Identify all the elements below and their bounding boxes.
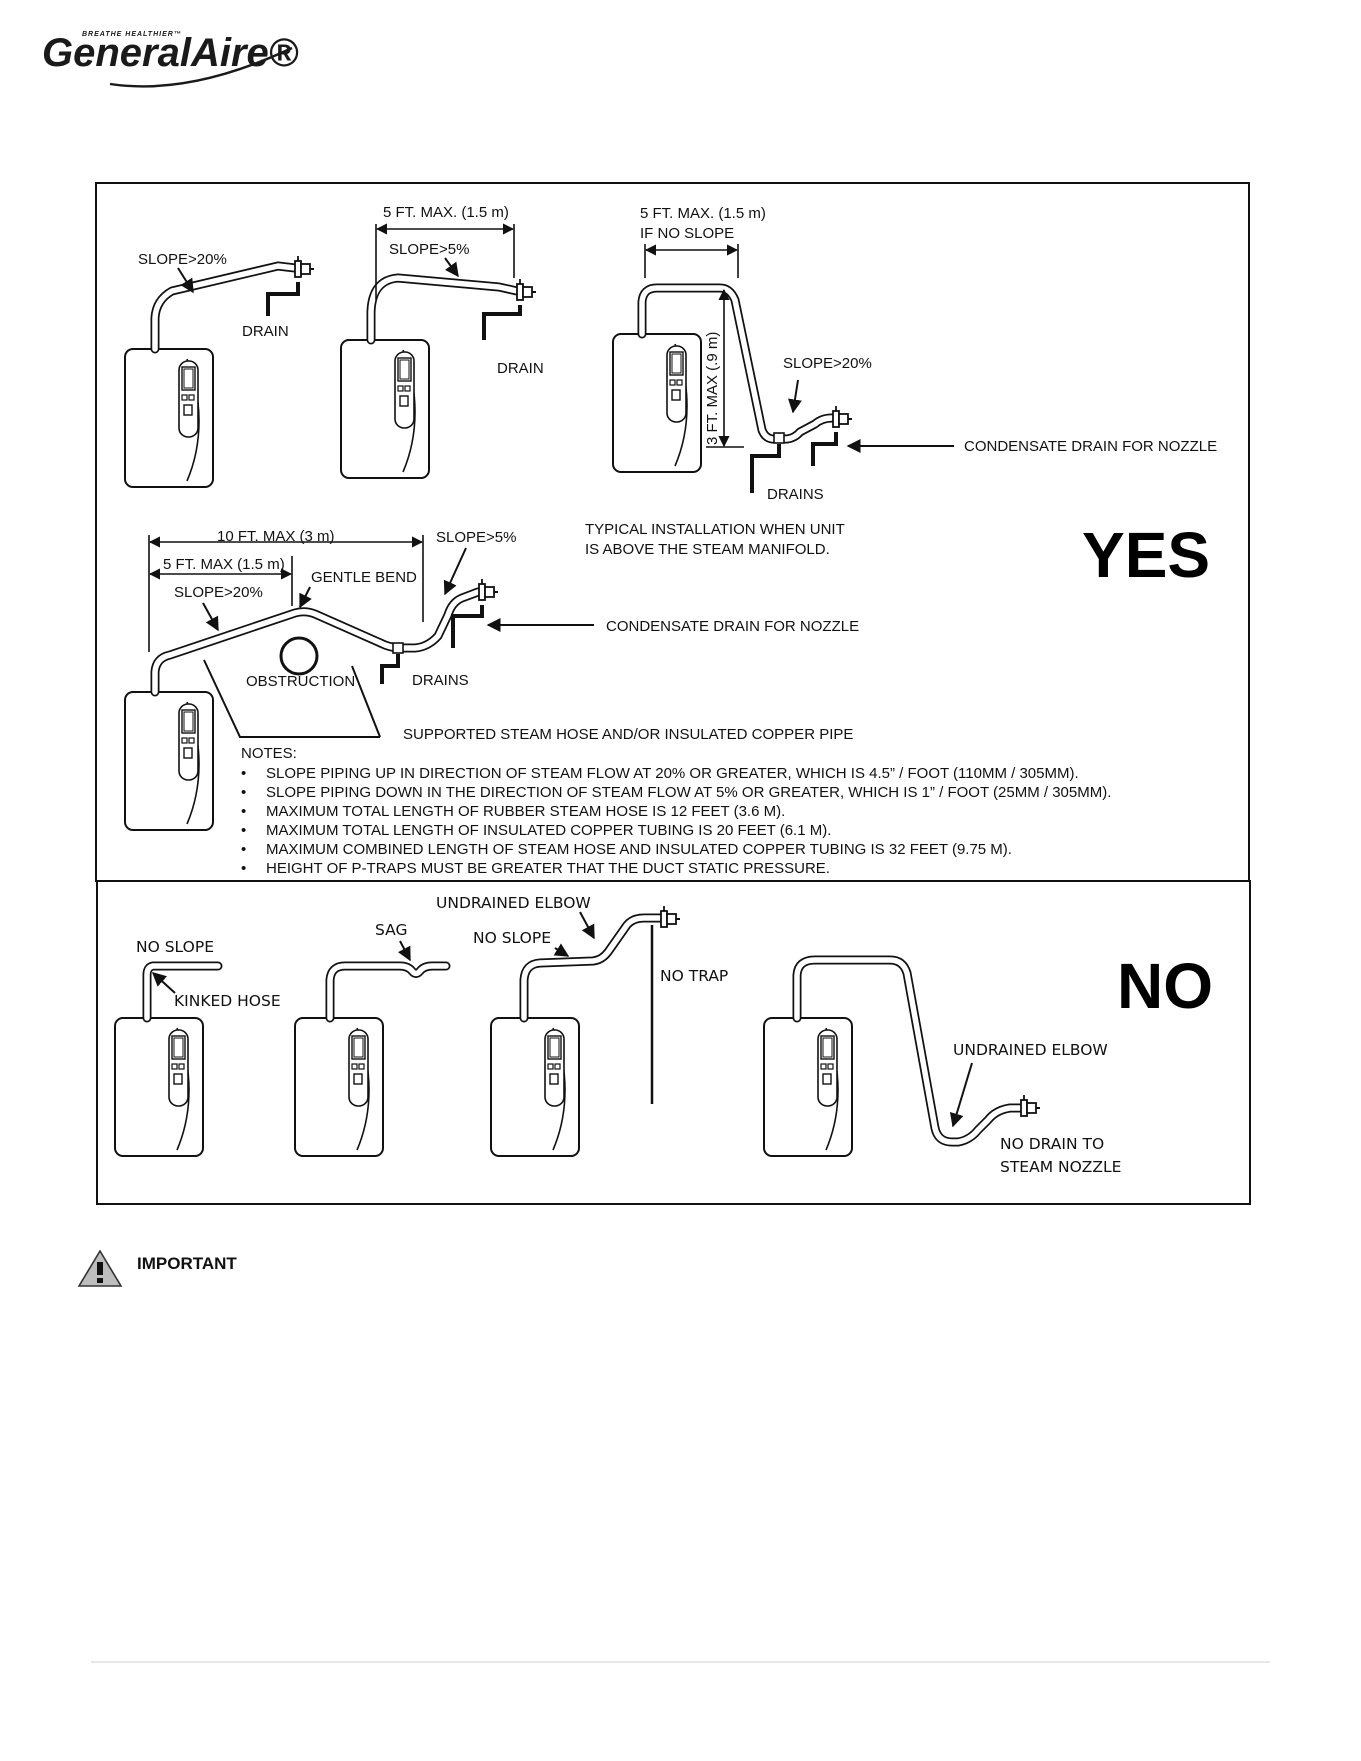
humidifier-unit-icon xyxy=(763,1017,853,1157)
notes: NOTES: • SLOPE PIPING UP IN DIRECTION OF… xyxy=(241,745,1111,877)
drain-trap-icon xyxy=(482,305,522,340)
caption-line-2: IS ABOVE THE STEAM MANIFOLD. xyxy=(585,541,830,558)
label-undrained: UNDRAINED ELBOW xyxy=(953,1041,1108,1059)
label-drain: DRAIN xyxy=(497,360,544,377)
label-condensate: CONDENSATE DRAIN FOR NOZZLE xyxy=(606,618,859,635)
no-panel-frame xyxy=(96,880,1251,1205)
label-no-trap: NO TRAP xyxy=(660,967,728,985)
svg-text:•: • xyxy=(241,803,246,820)
note-item: MAXIMUM COMBINED LENGTH OF STEAM HOSE AN… xyxy=(266,841,1012,858)
yes-diagram-3: 5 FT. MAX. (1.5 m) IF NO SLOPE 3 FT. MAX… xyxy=(612,205,1217,503)
label-drain: DRAIN xyxy=(242,323,289,340)
yes-label: YES xyxy=(1082,519,1210,591)
drain-trap-icon xyxy=(266,282,300,316)
label-height: 3 FT. MAX (.9 m) xyxy=(704,332,721,445)
yes-diagram-2: 5 FT. MAX. (1.5 m) SLOPE>5% DRAIN xyxy=(340,204,544,479)
humidifier-unit-icon xyxy=(114,1017,204,1157)
svg-text:•: • xyxy=(241,822,246,839)
yes-diagram-1: SLOPE>20% DRAIN xyxy=(124,251,315,488)
label-max: 5 FT. MAX. (1.5 m) xyxy=(640,205,766,222)
note-item: SLOPE PIPING UP IN DIRECTION OF STEAM FL… xyxy=(266,765,1079,782)
caption-line-1: TYPICAL INSTALLATION WHEN UNIT xyxy=(585,521,845,538)
label-slope5: SLOPE>5% xyxy=(436,529,516,546)
humidifier-unit-icon xyxy=(124,691,214,831)
yes-diagram-4: 10 FT. MAX (3 m) 5 FT. MAX (1.5 m) SLOPE… xyxy=(124,528,859,831)
steam-nozzle-icon xyxy=(660,905,681,928)
label-max: 5 FT. MAX. (1.5 m) xyxy=(383,204,509,221)
svg-text:•: • xyxy=(241,765,246,782)
drain-trap-icon xyxy=(380,654,400,684)
label-max5: 5 FT. MAX (1.5 m) xyxy=(163,556,285,573)
label-drains: DRAINS xyxy=(412,672,469,689)
label-slope: SLOPE>5% xyxy=(389,241,469,258)
label-supported: SUPPORTED STEAM HOSE AND/OR INSULATED CO… xyxy=(403,726,853,743)
label-sag: SAG xyxy=(375,921,407,939)
generalaire-logo: BREATHE HEALTHIER™ GeneralAire® xyxy=(42,31,299,88)
humidifier-unit-icon xyxy=(294,1017,384,1157)
svg-text:•: • xyxy=(241,860,246,877)
label-kinked: KINKED HOSE xyxy=(174,992,281,1010)
label-no-drain-2: STEAM NOZZLE xyxy=(1000,1158,1121,1176)
humidifier-unit-icon xyxy=(490,1017,580,1157)
steam-nozzle-icon xyxy=(516,278,537,301)
steam-nozzle-icon xyxy=(478,578,499,601)
no-diagram-2: SAG xyxy=(294,921,451,1157)
no-label: NO xyxy=(1117,950,1213,1022)
svg-text:•: • xyxy=(241,841,246,858)
label-slope20: SLOPE>20% xyxy=(174,584,263,601)
steam-nozzle-icon xyxy=(294,255,315,278)
logo-swoosh xyxy=(109,46,293,88)
no-diagram-4: UNDRAINED ELBOW NO DRAIN TO STEAM NOZZLE xyxy=(763,955,1121,1176)
drain-trap-icon xyxy=(451,605,484,648)
steam-nozzle-icon xyxy=(1020,1094,1041,1117)
humidifier-unit-icon xyxy=(124,348,214,488)
notes-title: NOTES: xyxy=(241,745,297,762)
drain-trap-icon xyxy=(750,444,781,493)
humidifier-unit-icon xyxy=(340,339,430,479)
label-drains: DRAINS xyxy=(767,486,824,503)
label-no-slope: NO SLOPE xyxy=(136,938,214,956)
note-item: HEIGHT OF P-TRAPS MUST BE GREATER THAT T… xyxy=(266,860,830,877)
logo-brand: GeneralAire® xyxy=(42,31,299,75)
label-no-drain-1: NO DRAIN TO xyxy=(1000,1135,1104,1153)
label-no-slope: IF NO SLOPE xyxy=(640,225,734,242)
label-slope: SLOPE>20% xyxy=(138,251,227,268)
drain-trap-icon xyxy=(811,432,838,466)
humidifier-unit-icon xyxy=(612,333,702,473)
label-bend: GENTLE BEND xyxy=(311,569,417,586)
logo-tagline: BREATHE HEALTHIER™ xyxy=(82,31,182,38)
note-item: SLOPE PIPING DOWN IN THE DIRECTION OF ST… xyxy=(266,784,1111,801)
label-undrained: UNDRAINED ELBOW xyxy=(436,894,591,912)
label-condensate: CONDENSATE DRAIN FOR NOZZLE xyxy=(964,438,1217,455)
important-label: IMPORTANT xyxy=(137,1254,237,1273)
label-slope: SLOPE>20% xyxy=(783,355,872,372)
label-no-slope: NO SLOPE xyxy=(473,929,551,947)
obstruction-icon xyxy=(279,636,319,676)
no-diagram-3: UNDRAINED ELBOW NO SLOPE NO TRAP xyxy=(436,894,728,1157)
no-diagram-1: NO SLOPE KINKED HOSE xyxy=(114,938,281,1157)
steam-nozzle-icon xyxy=(832,405,853,428)
note-item: MAXIMUM TOTAL LENGTH OF INSULATED COPPER… xyxy=(266,822,831,839)
note-item: MAXIMUM TOTAL LENGTH OF RUBBER STEAM HOS… xyxy=(266,803,785,820)
label-max10: 10 FT. MAX (3 m) xyxy=(217,528,335,545)
svg-text:•: • xyxy=(241,784,246,801)
important-notice: IMPORTANT xyxy=(77,1249,237,1287)
label-obstruction: OBSTRUCTION xyxy=(246,673,355,690)
